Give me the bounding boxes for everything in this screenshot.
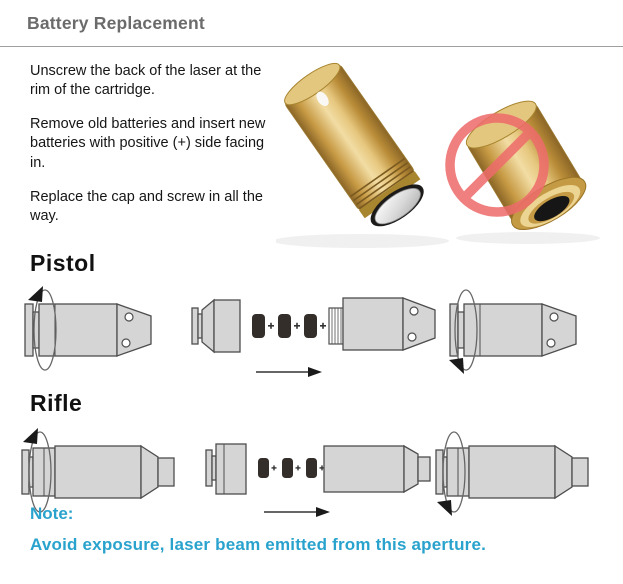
pistol-step1-unscrew [24, 285, 152, 371]
instruction-text: Unscrew the back of the laser at the rim… [30, 62, 276, 241]
rifle-step3-screw-back [435, 431, 589, 517]
battery-icon [304, 314, 326, 338]
pistol-section-heading: Pistol [30, 250, 96, 276]
battery-icon [278, 314, 300, 338]
pistol-step3-screw-back [448, 289, 577, 375]
cartridge-photo [276, 62, 600, 248]
insert-arrow-icon [263, 506, 331, 518]
photo-shadow [276, 234, 449, 248]
instruction-step-3: Replace the cap and screw in all the way… [30, 188, 263, 224]
instruction-step-2: Remove old batteries and insert new batt… [30, 116, 266, 171]
rifle-diagram [21, 427, 589, 518]
battery-icon [252, 314, 274, 338]
button-cell-battery [374, 188, 421, 225]
battery-icon [282, 458, 301, 478]
pistol-diagram [24, 285, 577, 378]
laser-aperture [534, 195, 570, 222]
battery-icon [258, 458, 277, 478]
insert-arrow-icon [255, 366, 323, 378]
title-divider [0, 46, 623, 47]
page-title: Battery Replacement [27, 13, 205, 33]
note-warning-text: Avoid exposure, laser beam emitted from … [30, 535, 487, 554]
thread-section [328, 307, 344, 345]
rifle-section-heading: Rifle [30, 390, 83, 416]
prohibition-icon [445, 113, 549, 217]
battery-icon [306, 458, 325, 478]
side-hole [316, 91, 329, 107]
pistol-step2-insert-batteries [191, 297, 436, 378]
rifle-step2-insert-batteries [205, 443, 431, 518]
note-label: Note: [30, 504, 74, 523]
thread-rings [350, 157, 414, 210]
photo-shadow [456, 232, 600, 244]
rifle-step1-unscrew [21, 427, 175, 513]
cartridge-laser-aperture [465, 100, 587, 231]
open-cartridge-with-battery [284, 62, 424, 227]
instruction-step-1: Unscrew the back of the laser at the rim… [30, 63, 262, 99]
